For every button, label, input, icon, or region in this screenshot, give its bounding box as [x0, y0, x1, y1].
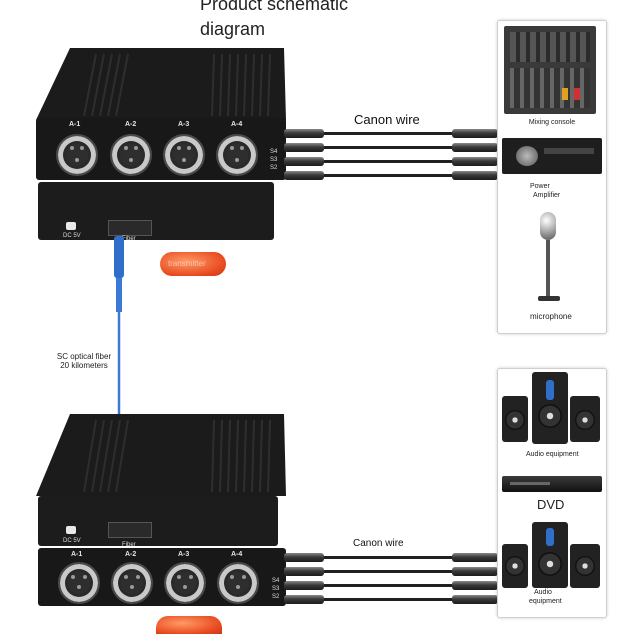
canon-cable [300, 174, 464, 177]
fiber-label-line-2: 20 kilometers [60, 361, 108, 370]
microphone-base [538, 296, 560, 301]
amp-label-line-1: Power [530, 183, 550, 190]
top-side-label-1: S4 [270, 149, 278, 155]
xlr-female-socket-icon [216, 134, 258, 176]
bottom-channel-label-3: A-3 [178, 551, 190, 558]
title-line-2: diagram [200, 19, 266, 39]
canon-cable [300, 160, 464, 163]
bottom-canon-label: Canon wire [353, 538, 404, 549]
dc-power-port-icon [66, 526, 76, 534]
title-line-1: Product schematic [200, 0, 349, 14]
bottom-side-label-3: S2 [272, 594, 280, 600]
amp-label-line-2: Amplifier [533, 192, 561, 199]
xlr-female-socket-icon [110, 134, 152, 176]
xlr-plug-icon [284, 129, 324, 138]
bottom-dc-label: DC 5V [63, 538, 81, 544]
xlr-plug-icon [452, 567, 498, 576]
canon-cable [300, 584, 464, 587]
xlr-male-socket-icon [217, 562, 259, 604]
audio-equipment-label: Audio equipment [526, 451, 579, 458]
bottom-fiber-label: Fiber [122, 542, 136, 548]
xlr-male-socket-icon [111, 562, 153, 604]
bottom-unit-rear-panel [38, 496, 278, 546]
amplifier-image-icon [502, 138, 602, 174]
xlr-plug-icon [284, 171, 324, 180]
diagram-title: Product schematic diagram [200, 0, 348, 42]
xlr-female-socket-icon [56, 134, 98, 176]
xlr-plug-icon [452, 581, 498, 590]
xlr-plug-icon [452, 595, 498, 604]
xlr-plug-icon [284, 143, 324, 152]
xlr-plug-icon [452, 143, 498, 152]
fiber-label-line-1: SC optical fiber [56, 352, 112, 361]
sc-fiber-port-icon [108, 220, 152, 236]
top-unit-rear-panel [38, 182, 274, 240]
microphone-image-icon [540, 212, 556, 240]
transmitter-badge: transmitter [160, 252, 226, 276]
top-unit-lid [36, 48, 286, 120]
xlr-male-socket-icon [164, 562, 206, 604]
xlr-female-socket-icon [163, 134, 205, 176]
top-channel-label-3: A-3 [178, 121, 190, 128]
bottom-side-label-2: S3 [272, 586, 280, 592]
top-side-label-2: S3 [270, 157, 278, 163]
bottom-unit-lid [36, 414, 286, 496]
canon-cable [300, 556, 464, 559]
xlr-plug-icon [284, 157, 324, 166]
xlr-plug-icon [452, 157, 498, 166]
mixer-image-icon [504, 26, 596, 114]
top-fiber-label: Fiber [122, 236, 136, 242]
sc-fiber-port-icon [108, 522, 152, 538]
top-channel-label-2: A-2 [125, 121, 137, 128]
xlr-plug-icon [284, 595, 324, 604]
microphone-stand [546, 240, 550, 298]
canon-cable [300, 570, 464, 573]
top-channel-label-4: A-4 [231, 121, 243, 128]
top-channel-label-1: A-1 [69, 121, 81, 128]
dc-power-port-icon [66, 222, 76, 230]
top-side-label-3: S2 [270, 165, 278, 171]
xlr-plug-icon [452, 129, 498, 138]
canon-cable [300, 146, 464, 149]
microphone-label: microphone [530, 312, 572, 321]
bottom-side-label-1: S4 [272, 578, 280, 584]
xlr-plug-icon [284, 553, 324, 562]
bottom-channel-label-2: A-2 [125, 551, 137, 558]
audio-equipment-label-line-1: Audio [534, 589, 552, 596]
dvd-player-image-icon [502, 476, 602, 492]
mixer-label: Mixing console [528, 119, 576, 126]
top-dc-label: DC 5V [63, 233, 81, 239]
dvd-label: DVD [537, 497, 565, 512]
canon-cable [300, 132, 464, 135]
xlr-plug-icon [284, 567, 324, 576]
canon-cable [300, 598, 464, 601]
xlr-plug-icon [452, 171, 498, 180]
fiber-label: SC optical fiber 20 kilometers [36, 352, 132, 370]
top-canon-label: Canon wire [354, 112, 420, 127]
bottom-channel-label-1: A-1 [71, 551, 83, 558]
audio-equipment-label-line-2: equipment [529, 598, 562, 605]
bottom-channel-label-4: A-4 [231, 551, 243, 558]
receiver-badge [156, 616, 222, 634]
xlr-male-socket-icon [58, 562, 100, 604]
xlr-plug-icon [284, 581, 324, 590]
xlr-plug-icon [452, 553, 498, 562]
